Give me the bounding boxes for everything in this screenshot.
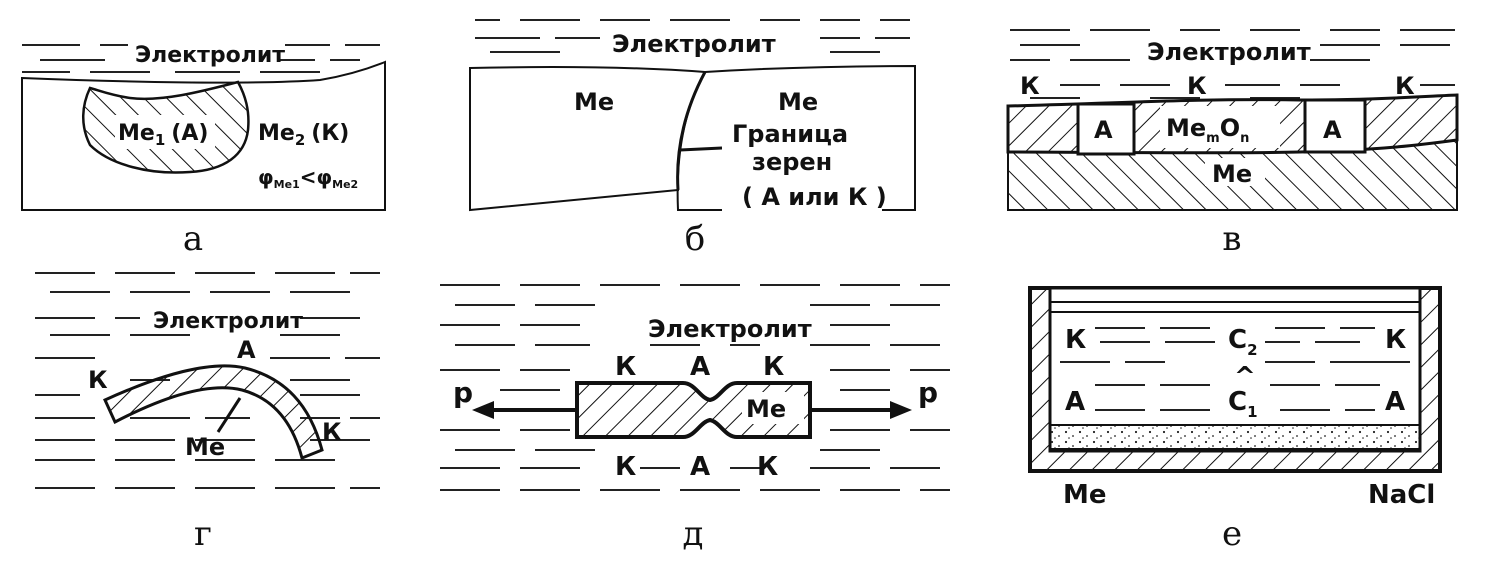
concentration-c1-label: С1 xyxy=(1228,387,1258,421)
greater-than-symbol: ^ xyxy=(1234,362,1256,392)
me-right-label: Me xyxy=(778,88,818,116)
panel-e: Электролит К А К К А К р р Me д xyxy=(440,284,950,554)
panel-b: Электролит Me Me Граница зерен ( А или К… xyxy=(469,19,916,259)
me-label: Me xyxy=(1063,480,1107,510)
electrolyte-dashes xyxy=(440,284,950,491)
potential-relation: φMe1<φMe2 xyxy=(258,165,358,191)
force-label-right: р xyxy=(918,376,938,409)
force-label-left: р xyxy=(453,376,473,409)
nacl-sediment xyxy=(1049,424,1421,450)
cathode-label-right: К xyxy=(322,418,342,446)
cathode-label-1: К xyxy=(1020,72,1040,100)
panel-a: Электролит Me1(А) Me2(К) φMe1<φMe2 а xyxy=(21,40,386,259)
vessel-interior xyxy=(1048,286,1422,453)
caption-c: в xyxy=(1222,219,1241,259)
me1-label-bg xyxy=(115,115,215,149)
tension-arrow-right xyxy=(810,401,912,419)
me-pointer xyxy=(216,397,242,433)
boundary-pointer xyxy=(679,146,723,152)
concentration-c2-label: С2 xyxy=(1228,325,1258,359)
phi-label-bg xyxy=(255,162,373,190)
anode-label-bottom: А xyxy=(690,452,710,482)
boundary-label-line1: Граница xyxy=(732,120,848,148)
caption-e: д xyxy=(683,514,704,554)
me2-label: Me2(К) xyxy=(258,121,349,149)
panel-d: Электролит А К К Me г xyxy=(35,272,380,554)
boundary-label-bg xyxy=(722,120,882,212)
oxide-label: MemOn xyxy=(1166,114,1249,146)
cathode-label-top-left: К xyxy=(615,352,636,382)
electrolyte-label: Электролит xyxy=(153,309,303,334)
electrolyte-label-bg xyxy=(150,305,285,333)
nacl-label: NaCl xyxy=(1368,480,1435,510)
bent-metal-strip xyxy=(103,364,324,461)
boundary-label-line3: ( А или К ) xyxy=(742,183,887,211)
cathode-label-right: К xyxy=(1385,325,1406,355)
anode-label-left: А xyxy=(1065,387,1085,417)
tension-arrow-left xyxy=(472,401,577,419)
electrolyte-label: Электролит xyxy=(648,315,812,343)
oxide-label-bg xyxy=(1160,106,1280,148)
caption-d: г xyxy=(194,514,212,554)
electrolyte-dashes xyxy=(1060,327,1410,411)
cathode-label-2: К xyxy=(1187,72,1207,100)
cathode-label-bottom-left: К xyxy=(615,452,636,482)
anode-label-right: А xyxy=(1385,387,1405,417)
cathode-label-left: К xyxy=(88,366,108,394)
anode-label-1: А xyxy=(1094,116,1113,144)
panel-f: К К А А С2 ^ С1 Me NaCl е xyxy=(1028,286,1442,554)
boundary-label-line2: зерен xyxy=(752,148,832,176)
cathode-label-left: К xyxy=(1065,325,1086,355)
cathode-label-3: К xyxy=(1395,72,1415,100)
caption-a: а xyxy=(183,219,203,259)
anode-gap-left xyxy=(1076,102,1136,156)
cathode-label-top-right: К xyxy=(763,352,784,382)
anode-label-2: А xyxy=(1323,116,1342,144)
cathode-label-bottom-right: К xyxy=(757,452,778,482)
anode-gap-right xyxy=(1303,98,1367,154)
electrolyte-dashes xyxy=(475,19,910,53)
caption-b: б xyxy=(685,219,705,259)
me-label: Me xyxy=(1212,160,1252,188)
me-label-bg xyxy=(1205,158,1265,186)
anode-label: А xyxy=(237,336,256,364)
panel-c: Электролит К К К А А MemOn Me в xyxy=(1006,29,1459,259)
me-right-label-bg xyxy=(760,85,820,115)
me-left-label: Me xyxy=(574,88,614,116)
me-label-bg xyxy=(742,392,804,424)
me-label: Me xyxy=(185,433,225,461)
electrolyte-label: Электролит xyxy=(612,30,776,58)
grain-boundary-line xyxy=(676,71,707,191)
metal-me2-region xyxy=(21,60,386,211)
electrolyte-label-bg xyxy=(128,40,278,70)
electrolyte-dashes xyxy=(1010,29,1455,99)
me2-label-bg xyxy=(255,115,355,149)
electrolyte-label: Электролит xyxy=(1147,38,1311,66)
me1-label: Me1(А) xyxy=(118,121,208,149)
electrolyte-label: Электролит xyxy=(135,43,285,68)
caption-f: е xyxy=(1222,514,1242,554)
anode-label-top: А xyxy=(690,352,710,382)
me-left-label-bg xyxy=(570,85,630,115)
me-label: Me xyxy=(746,395,786,423)
